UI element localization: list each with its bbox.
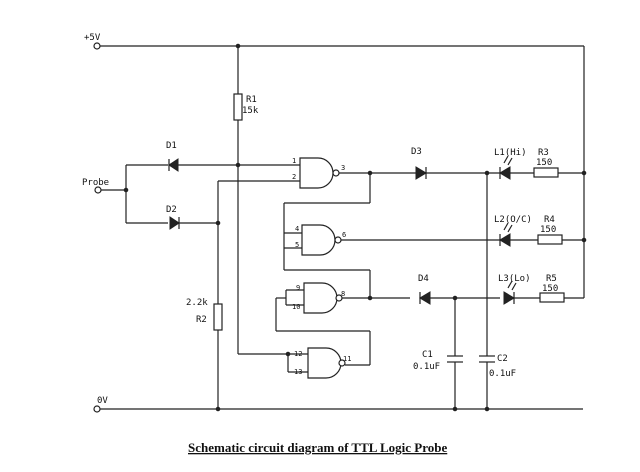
vcc-label: +5V <box>84 33 101 43</box>
r1-value: 15k <box>242 106 259 116</box>
nand-gate-4 <box>238 347 346 379</box>
gnd-rail <box>93 405 583 413</box>
r4-name: R4 <box>544 215 555 225</box>
resistor-r2 <box>213 181 223 409</box>
l2-label: L2(O/C) <box>494 215 532 225</box>
g4-pin-b: 13 <box>294 368 302 376</box>
c1-name: C1 <box>422 350 433 360</box>
diagram-title: Schematic circuit diagram of TTL Logic P… <box>188 440 447 455</box>
nand-gate-3 <box>276 282 343 314</box>
g2-pin-b: 5 <box>295 241 299 249</box>
resistor-r1 <box>233 46 243 354</box>
gnd-label: 0V <box>97 396 108 406</box>
link-g4-feedback <box>275 298 371 366</box>
link-g2-g3 <box>283 248 410 301</box>
c2-value: 0.1uF <box>489 369 516 379</box>
nand-gate-2 <box>301 224 500 256</box>
r2-value: 2.2k <box>186 298 208 308</box>
g1-pin-a: 1 <box>292 157 296 165</box>
l1-label: L1(Hi) <box>494 148 527 158</box>
r5-value: 150 <box>542 284 558 294</box>
d1-label: D1 <box>166 141 177 151</box>
g3-pin-out: 8 <box>341 290 345 298</box>
resistor-r5 <box>539 292 584 303</box>
g4-pin-out: 11 <box>343 355 351 363</box>
capacitor-c2 <box>479 173 495 409</box>
nand-gate-1 <box>218 157 416 189</box>
d2-label: D2 <box>166 205 177 215</box>
c2-name: C2 <box>497 354 508 364</box>
g2-pin-a: 4 <box>295 225 299 233</box>
g1-pin-b: 2 <box>292 173 296 181</box>
r5-name: R5 <box>546 274 557 284</box>
capacitor-c1 <box>447 298 463 409</box>
g2-pin-out: 6 <box>342 231 346 239</box>
link-g1-g2 <box>283 173 371 249</box>
g1-pin-out: 3 <box>341 164 345 172</box>
r3-value: 150 <box>536 158 552 168</box>
resistor-r3 <box>533 167 587 178</box>
diode-d4 <box>419 291 500 305</box>
r3-name: R3 <box>538 148 549 158</box>
diode-d2 <box>169 216 221 230</box>
probe-input <box>94 164 168 224</box>
r2-name: R2 <box>196 315 207 325</box>
r1-name: R1 <box>246 95 257 105</box>
diode-d1 <box>168 158 238 172</box>
led-l2 <box>499 222 538 247</box>
r4-value: 150 <box>540 225 556 235</box>
probe-label: Probe <box>82 178 109 188</box>
l3-label: L3(Lo) <box>498 274 531 284</box>
g3-pin-a: 9 <box>296 284 300 292</box>
g3-pin-b: 10 <box>292 303 300 311</box>
led-l1 <box>499 155 534 180</box>
d3-label: D3 <box>411 147 422 157</box>
resistor-r4 <box>537 234 587 245</box>
c1-value: 0.1uF <box>413 362 440 372</box>
d4-label: D4 <box>418 274 429 284</box>
led-l3 <box>503 280 540 305</box>
g4-pin-a: 12 <box>294 350 302 358</box>
